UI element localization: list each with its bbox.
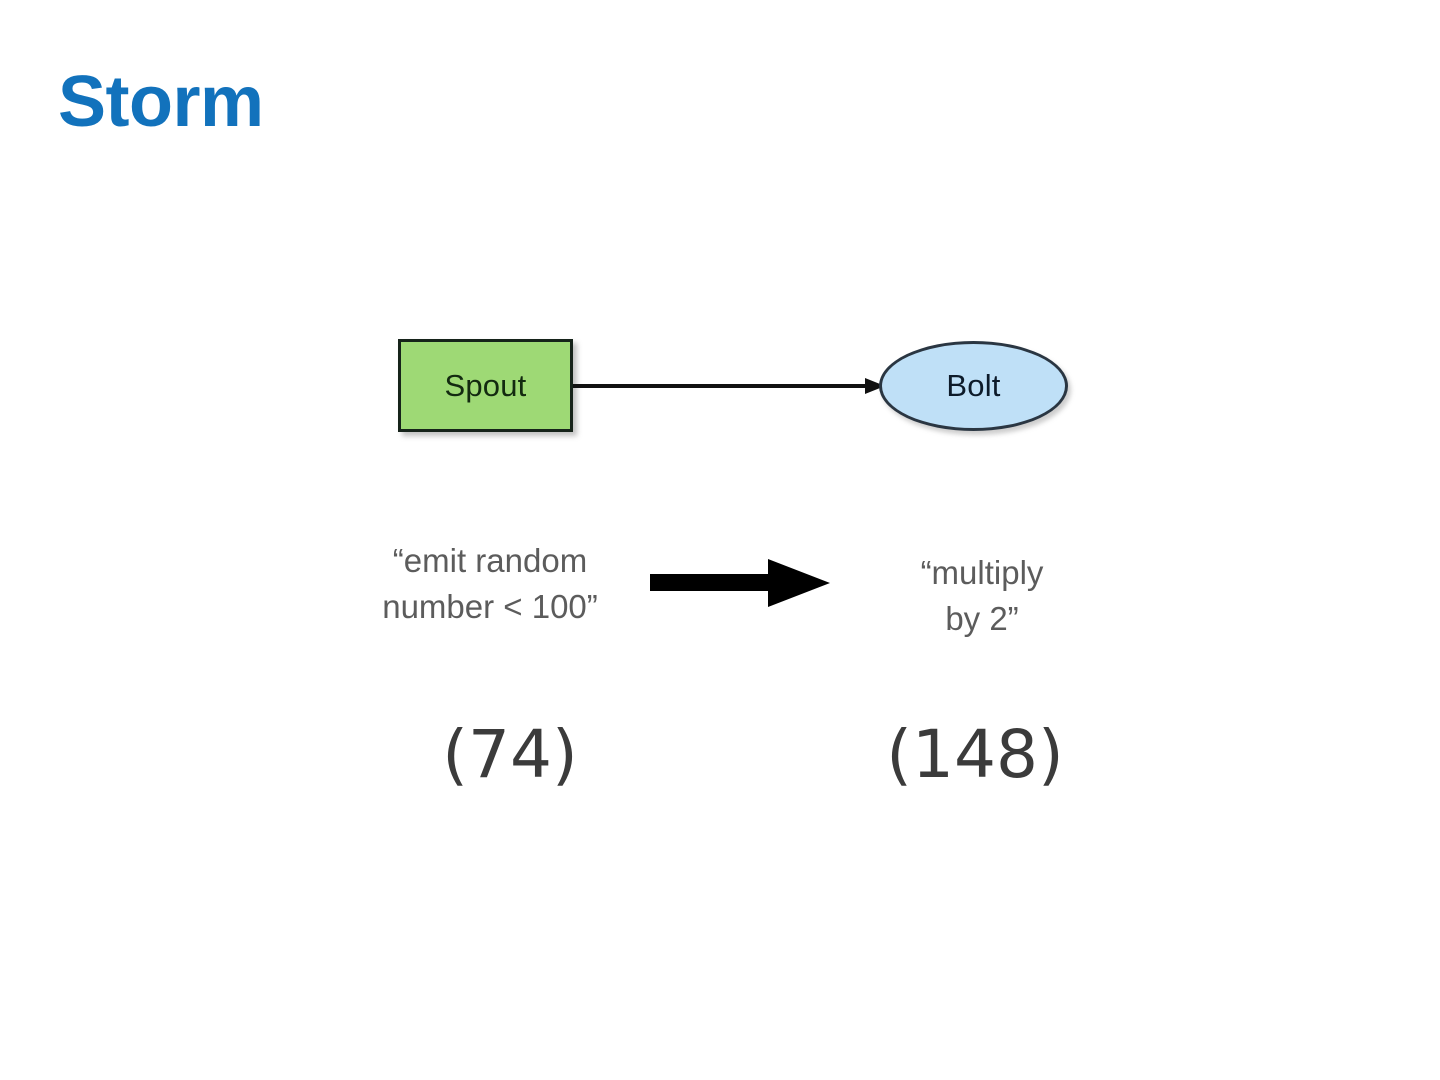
tuple-flow-arrow-icon [650, 553, 830, 613]
bolt-description-label: “multiply by 2” [920, 554, 1044, 637]
storm-topology-diagram: Spout Bolt “emit random number < 100” “m… [330, 310, 1090, 820]
thick-arrow-right-icon [650, 559, 830, 607]
edge-spout-to-bolt [573, 370, 885, 402]
spout-node-label: Spout [444, 367, 527, 403]
bolt-value: (148) [886, 716, 1064, 793]
diagram-node-bolt[interactable]: Bolt [879, 341, 1068, 431]
arrow-right-icon [573, 378, 885, 394]
spout-description-label: “emit random number < 100” [382, 542, 598, 625]
spout-value: (74) [442, 716, 578, 793]
diagram-node-spout[interactable]: Spout [398, 339, 573, 432]
page-title: Storm [58, 62, 264, 142]
bolt-node-label: Bolt [946, 368, 1001, 403]
